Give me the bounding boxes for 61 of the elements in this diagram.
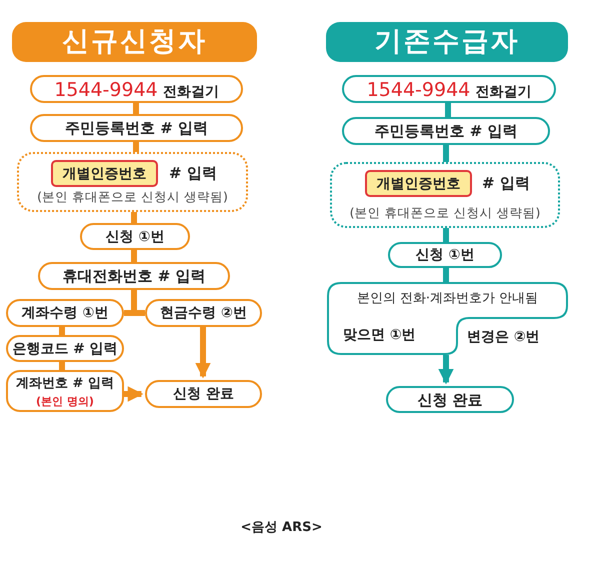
step-text: 계좌번호 # 입력 — [15, 375, 115, 393]
step-text: 계좌수령 ①번 — [20, 304, 110, 322]
highlight-text: 개별인증번호 — [376, 174, 462, 192]
info-box — [327, 282, 568, 355]
phone-number: 1544-9944 — [366, 79, 470, 101]
step-text: 전화걸기 — [162, 84, 219, 100]
connector-line — [131, 250, 137, 262]
note-text: (본인 휴대폰으로 신청시 생략됨) — [348, 204, 542, 222]
optional-step-box — [330, 162, 560, 228]
optional-step-box — [17, 152, 248, 212]
note-text: (본인 휴대폰으로 신청시 생략됨) — [36, 188, 229, 206]
step-box — [342, 75, 556, 103]
step-box — [342, 117, 550, 145]
step-text: 전화걸기 — [475, 84, 532, 100]
arrow — [438, 355, 454, 384]
step-text: 현금수령 ②번 — [159, 304, 248, 322]
connector-line — [445, 103, 451, 117]
step-box — [145, 299, 262, 327]
connector-line — [443, 228, 449, 242]
step-text: 신청 완료 — [172, 385, 235, 403]
option-text: 맞으면 ①번 — [343, 326, 416, 344]
header-band — [326, 22, 568, 62]
step-text: 신청 ①번 — [104, 228, 166, 246]
step-text: 은행코드 # 입력 — [11, 340, 119, 358]
step-text: 신청 완료 — [416, 390, 484, 408]
highlight-box — [365, 170, 472, 197]
connector-line — [443, 145, 449, 162]
phone-number: 1544-9944 — [54, 79, 158, 101]
step-box — [6, 335, 124, 362]
step-box — [386, 386, 514, 413]
info-text: 본인의 전화·계좌번호가 안내됨 — [356, 290, 540, 308]
connector-line — [59, 327, 65, 335]
connector-line — [133, 142, 139, 152]
header-text: 기존수급자 — [374, 25, 520, 59]
step-text: # 입력 — [169, 164, 217, 182]
step-text: # 입력 — [482, 174, 530, 192]
step-box — [80, 223, 190, 250]
step-box — [30, 75, 243, 103]
step-box — [38, 262, 230, 290]
header-text: 신규신청자 — [61, 25, 208, 59]
highlight-text: 개별인증번호 — [62, 164, 148, 182]
option-text: 변경은 ②번 — [467, 328, 540, 346]
connector-line — [131, 212, 137, 223]
step-box — [6, 299, 124, 327]
step-text: 신청 ①번 — [414, 246, 476, 264]
arrow — [124, 386, 144, 402]
step-text: 주민등록번호 # 입력 — [373, 122, 518, 140]
step-box — [145, 380, 262, 408]
connector-line — [133, 103, 139, 114]
step-box — [6, 370, 124, 412]
step-text: 휴대전화번호 # 입력 — [61, 267, 206, 285]
note-text: (본인 명의) — [35, 394, 95, 410]
header-band — [12, 22, 257, 62]
arrow — [195, 327, 211, 378]
caption: <음성 ARS> — [240, 519, 324, 537]
connector-line — [59, 362, 65, 370]
step-text: 주민등록번호 # 입력 — [64, 119, 209, 137]
step-box — [30, 114, 243, 142]
connector-line — [443, 268, 449, 282]
step-box — [388, 242, 502, 268]
highlight-box — [51, 160, 158, 187]
